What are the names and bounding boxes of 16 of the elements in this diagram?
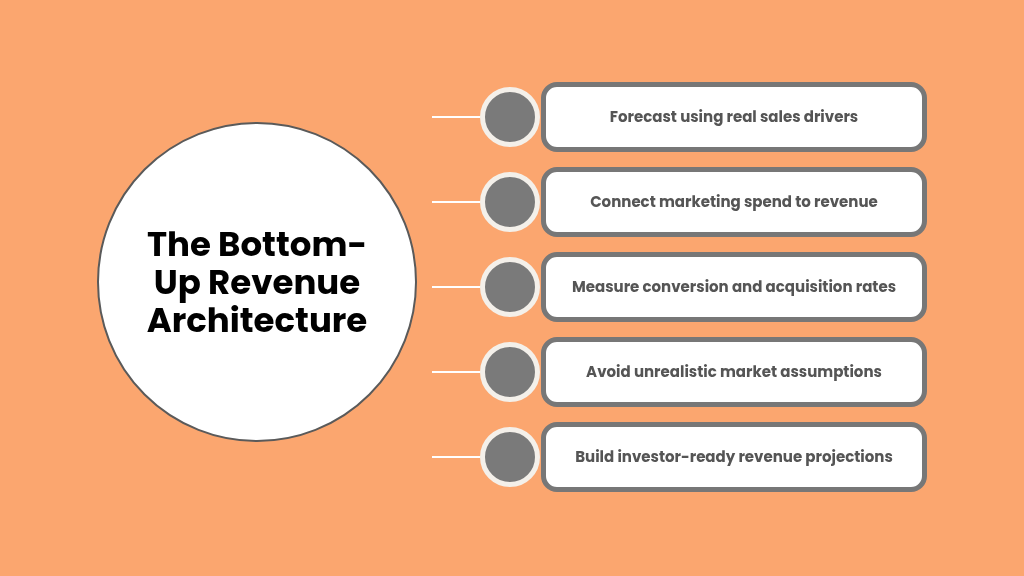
title-text: The Bottom-Up Revenue Architecture xyxy=(145,225,369,339)
step-card xyxy=(541,167,927,237)
step-card xyxy=(541,422,927,492)
step-text: Avoid unrealistic market assumptions xyxy=(586,360,882,384)
connector-line xyxy=(431,456,481,458)
step-text: Build investor-ready revenue projections xyxy=(575,445,893,469)
connector-line xyxy=(431,116,481,118)
step-card xyxy=(541,252,927,322)
connector-line xyxy=(431,371,481,373)
step-card xyxy=(541,82,927,152)
connector-line xyxy=(431,201,481,203)
step-text: Connect marketing spend to revenue xyxy=(590,190,878,214)
step-text: Measure conversion and acquisition rates xyxy=(571,275,897,299)
connector-line xyxy=(431,286,481,288)
step-card xyxy=(541,337,927,407)
step-text: Forecast using real sales drivers xyxy=(609,105,859,129)
